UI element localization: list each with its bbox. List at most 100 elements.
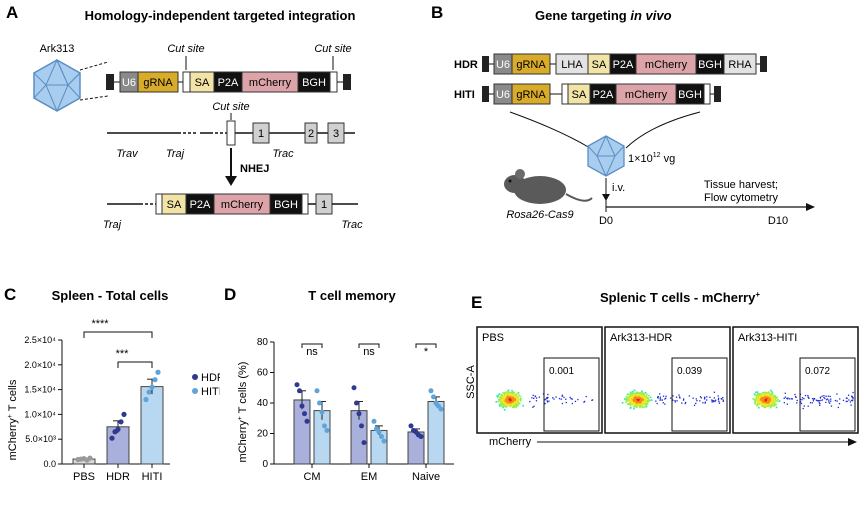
hiti-u6: U6 [496, 89, 510, 101]
flow-event [506, 400, 509, 403]
flow-event [768, 394, 770, 397]
panel-d-title: T cell memory [308, 288, 396, 303]
flow-event-positive [659, 398, 662, 400]
panel-d-y-tick-label: 60 [257, 368, 269, 379]
flow-event [762, 397, 764, 400]
flow-event-positive [825, 401, 827, 404]
panel-e-title-prefix: Splenic T cells - mCherry [600, 290, 756, 305]
flow-event-positive [787, 397, 789, 399]
flow-event [638, 403, 640, 406]
flow-event [639, 402, 642, 404]
flow-event [771, 403, 774, 405]
flow-event-positive [821, 399, 824, 401]
flow-event-positive [661, 399, 663, 401]
flow-event [767, 392, 769, 395]
flow-event [765, 396, 767, 399]
flow-event [630, 392, 633, 395]
flow-event [510, 404, 513, 407]
panel-d-point [319, 409, 325, 415]
flow-event-positive [565, 401, 567, 404]
flow-event-positive [851, 396, 854, 398]
flow-event-positive [657, 395, 659, 398]
flow-event-positive [715, 399, 717, 401]
flow-event [503, 403, 505, 406]
hdr-mcherry: mCherry [645, 59, 688, 71]
panel-d-chart: D T cell memory mCherry+ T cells (%) 020… [224, 285, 454, 483]
flow-event [760, 401, 763, 404]
flow-event [643, 406, 646, 408]
flow-event [643, 397, 646, 400]
flow-event [756, 405, 759, 407]
flow-event-positive [532, 406, 534, 408]
flow-event [508, 394, 511, 397]
flow-event [512, 401, 515, 403]
flow-event [632, 394, 635, 396]
flow-event-positive [824, 397, 826, 400]
flow-event [641, 390, 643, 393]
flow-event [636, 401, 638, 404]
flow-event-positive [713, 391, 715, 393]
flow-event [774, 396, 777, 398]
flow-event [757, 403, 759, 405]
panel-c-y-tick-label: 2.0×10⁴ [24, 360, 56, 370]
flow-event [644, 398, 647, 400]
flow-event [763, 404, 766, 407]
flow-event-positive [658, 393, 661, 395]
flow-event-positive [807, 405, 809, 407]
flow-event [635, 398, 638, 401]
flow-event [643, 402, 645, 405]
flow-event [761, 395, 764, 398]
panel-b-title: Gene targeting in vivo [535, 8, 672, 23]
flow-event [632, 390, 634, 393]
flow-event [756, 392, 759, 395]
flow-event [629, 404, 632, 407]
flow-event-positive [834, 399, 837, 402]
flow-event-positive [571, 402, 573, 405]
flow-event-positive [816, 400, 819, 402]
flow-event-positive [819, 404, 821, 407]
flow-event [637, 399, 640, 402]
flow-event-positive [560, 398, 562, 400]
flow-event-positive [823, 396, 825, 399]
flow-event [640, 405, 643, 408]
flow-event [775, 403, 777, 406]
panel-d-point [294, 382, 300, 388]
flow-event-positive [852, 397, 854, 399]
flow-event-positive [800, 402, 803, 405]
flow-event [756, 391, 759, 393]
flow-event [767, 402, 770, 404]
flow-event [503, 392, 506, 394]
flow-event [754, 403, 757, 405]
flow-event [501, 397, 503, 400]
panel-c-x-label: HDR [106, 471, 130, 483]
flow-event-positive [836, 400, 838, 402]
flow-event-positive [699, 400, 701, 402]
flow-event [624, 398, 626, 400]
flow-event [631, 396, 634, 399]
flow-event [638, 394, 641, 396]
hiti-construct [482, 83, 721, 105]
flow-event [773, 399, 775, 402]
flow-event-positive [533, 405, 535, 407]
flow-event-positive [718, 400, 720, 403]
flow-event [504, 401, 507, 404]
panel-d-x-label: Naive [412, 471, 440, 483]
flow-event-positive [693, 404, 696, 406]
flow-event [761, 398, 763, 400]
flow-event [761, 392, 764, 394]
flow-event [509, 405, 511, 408]
flow-event [757, 395, 760, 398]
flow-event [636, 405, 639, 408]
flow-event [515, 404, 518, 407]
flow-event [770, 389, 772, 392]
flow-event [762, 399, 765, 402]
sig-em: ns [363, 346, 375, 358]
flow-event-positive [801, 399, 803, 401]
flow-event [771, 400, 774, 403]
flow-event [645, 396, 648, 398]
flow-event [642, 404, 645, 406]
flow-event [644, 403, 646, 405]
flow-event [635, 396, 637, 399]
panel-e: E Splenic T cells - mCherry+ SSC-A mCher… [465, 290, 859, 448]
